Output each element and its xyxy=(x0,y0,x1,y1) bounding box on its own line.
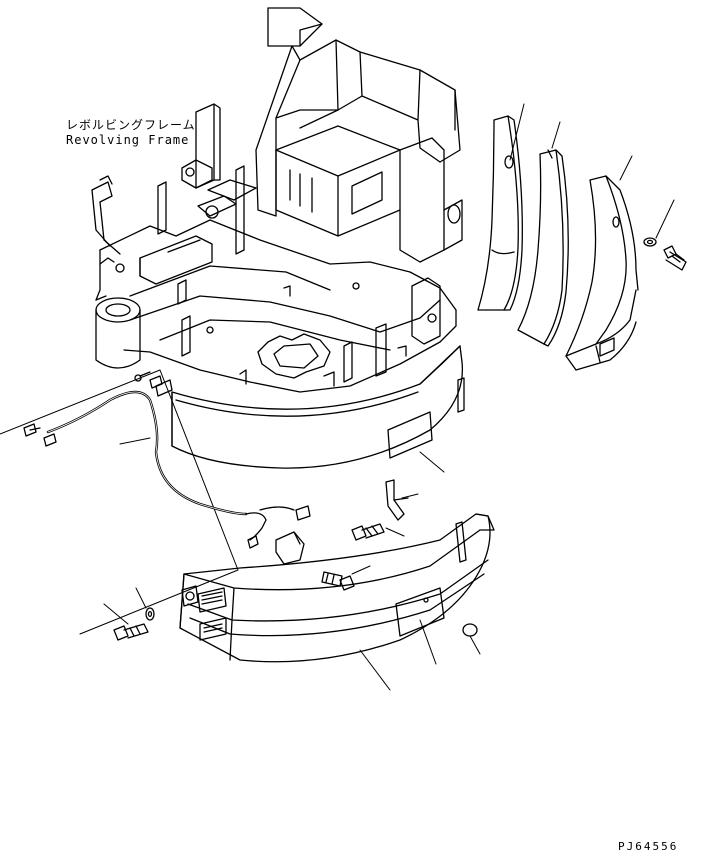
counterweight-drawing xyxy=(180,514,494,690)
revolving-frame-label: Revolving Frame xyxy=(66,133,190,147)
bolt-icon xyxy=(322,566,370,590)
revolving-frame-drawing xyxy=(92,8,462,392)
harness-drawing xyxy=(0,370,310,634)
cover-drawing xyxy=(172,346,464,472)
side-cover-center xyxy=(518,122,568,346)
washer-icon xyxy=(644,200,674,246)
bolt-icon xyxy=(352,524,404,540)
washer-icon xyxy=(463,624,480,654)
drawing-code: PJ64556 xyxy=(618,840,679,853)
bracket-icon xyxy=(386,480,418,520)
bolt-icon xyxy=(104,604,148,640)
side-cover-left xyxy=(478,104,524,310)
washer-icon xyxy=(136,588,154,620)
side-cover-right xyxy=(566,156,638,370)
bolt-icon xyxy=(664,246,686,270)
revolving-frame-label-jp: レボルビングフレーム xyxy=(66,118,196,132)
